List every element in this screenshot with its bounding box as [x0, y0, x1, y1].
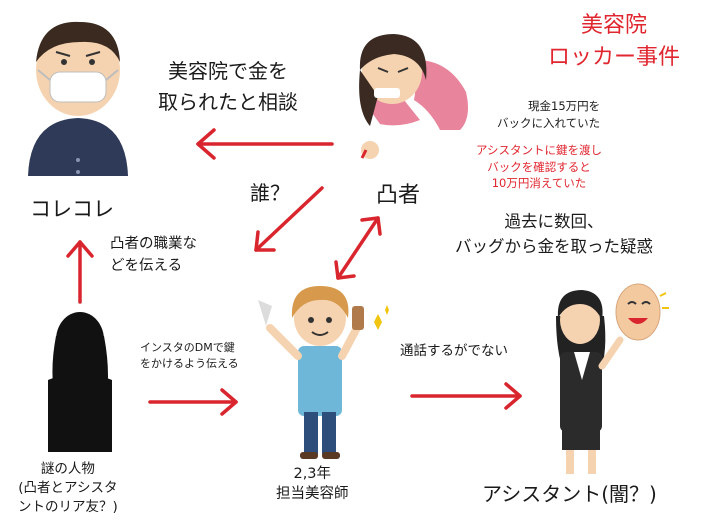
mystery-line-2: (凸者とアシスタ	[18, 479, 118, 496]
diagram-title: 美容院 ロッカー事件	[548, 10, 680, 74]
arrow-caller-to-kolekole	[196, 128, 334, 160]
note-job-line-2: どを伝える	[110, 257, 183, 274]
note-job-line-1: 凸者の職業な	[110, 236, 197, 252]
label-caller: 凸者	[376, 183, 421, 208]
arrow-caller-stylist-bidirectional	[334, 216, 382, 280]
note-cash: 現金15万円を バックに入れていた	[497, 98, 600, 131]
note-suspicion-line-2: バッグから金を取った疑惑	[455, 236, 653, 256]
arrow-stylist-to-assistant	[410, 382, 522, 410]
note-assist-line-3: 10万円消えていた	[491, 176, 587, 191]
stylist-line-1: 2,3年	[293, 466, 332, 482]
stylist-figure	[258, 286, 389, 459]
mystery-line-1: 謎の人物	[40, 461, 95, 477]
title-line-1: 美容院	[581, 13, 648, 38]
title-line-2: ロッカー事件	[548, 44, 681, 70]
note-assist-line-1: アシスタントに鍵を渡し	[476, 143, 603, 157]
arrow-mystery-to-kolekole	[66, 240, 94, 304]
assistant-figure	[556, 283, 669, 474]
note-insta-line-1: インスタのDMで鍵	[140, 341, 235, 354]
note-assist-line-2: バックを確認すると	[487, 159, 591, 174]
note-cash-line-2: バックに入れていた	[497, 115, 601, 130]
label-kolekole: コレコレ	[30, 197, 114, 221]
consult-line-2: 取られたと相談	[158, 90, 298, 114]
note-suspicion-line-1: 過去に数回、	[504, 212, 604, 231]
note-cash-line-1: 現金15万円を	[528, 99, 601, 113]
note-insta-line-2: をかけるよう伝える	[140, 356, 239, 370]
arrow-unknown-to-kolekole	[254, 186, 324, 252]
crawling-woman-figure	[359, 34, 468, 159]
mystery-silhouette	[48, 312, 112, 452]
consult-line-1: 美容院で金を	[168, 59, 288, 83]
note-assistant-key: アシスタントに鍵を渡し バックを確認すると 10万円消えていた	[476, 142, 602, 192]
label-stylist: 2,3年 担当美容師	[276, 464, 349, 505]
label-mystery-person: 謎の人物 (凸者とアシスタ ントのリア友？)	[18, 460, 118, 517]
label-who: 誰？	[250, 181, 290, 205]
mystery-line-3: ントのリア友？)	[18, 498, 118, 515]
note-no-answer: 通話するがでない	[400, 343, 508, 359]
consult-caption: 美容院で金を 取られたと相談	[158, 56, 298, 118]
note-job: 凸者の職業な どを伝える	[110, 234, 197, 278]
label-assistant: アシスタント(闇？)	[482, 482, 657, 506]
note-insta: インスタのDMで鍵 をかけるよう伝える	[140, 340, 239, 372]
stylist-line-2: 担当美容師	[276, 486, 349, 503]
arrow-mystery-to-stylist	[148, 388, 238, 416]
masked-man-figure	[28, 21, 128, 176]
note-suspicion: 過去に数回、 バッグから金を取った疑惑	[455, 210, 653, 260]
